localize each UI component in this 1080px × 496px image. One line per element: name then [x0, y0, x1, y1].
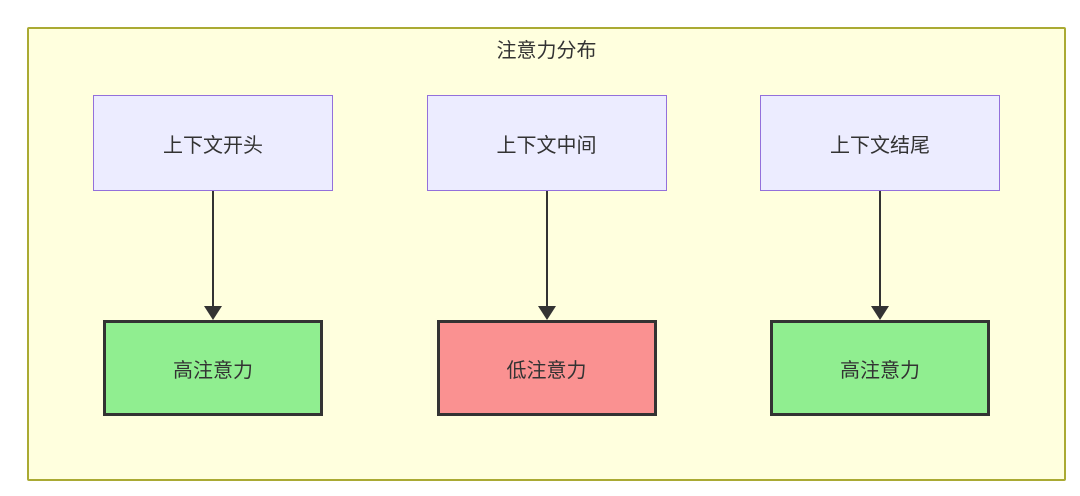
node-attention-start: 高注意力 — [103, 320, 323, 416]
arrow-context-end — [871, 191, 889, 320]
flow-column-context-start: 上下文开头 高注意力 — [93, 95, 333, 416]
arrow-head-icon — [537, 306, 556, 320]
node-attention-middle-label: 低注意力 — [506, 359, 587, 382]
arrow-head-icon — [204, 306, 222, 320]
node-context-middle: 上下文中间 — [426, 95, 667, 191]
node-context-end: 上下文结尾 — [760, 95, 1000, 191]
node-context-end-label: 上下文结尾 — [830, 134, 930, 157]
arrow-context-middle — [537, 191, 556, 320]
node-attention-start-label: 高注意力 — [173, 359, 253, 382]
arrow-line — [879, 191, 881, 307]
flow-columns: 上下文开头 高注意力 上下文中间 低注意力 — [29, 95, 1064, 416]
node-context-start: 上下文开头 — [93, 95, 333, 191]
attention-distribution-cluster: 注意力分布 上下文开头 高注意力 上下文中间 — [27, 27, 1066, 481]
node-attention-middle: 低注意力 — [436, 320, 657, 416]
arrow-line — [212, 191, 214, 307]
arrow-head-icon — [871, 306, 889, 320]
arrow-context-start — [204, 191, 222, 320]
node-attention-end-label: 高注意力 — [840, 359, 920, 382]
flow-column-context-middle: 上下文中间 低注意力 — [426, 95, 667, 416]
arrow-line — [545, 191, 548, 307]
node-context-start-label: 上下文开头 — [163, 134, 263, 157]
node-attention-end: 高注意力 — [770, 320, 990, 416]
flow-column-context-end: 上下文结尾 高注意力 — [760, 95, 1000, 416]
node-context-middle-label: 上下文中间 — [496, 134, 597, 157]
cluster-title: 注意力分布 — [496, 40, 597, 62]
